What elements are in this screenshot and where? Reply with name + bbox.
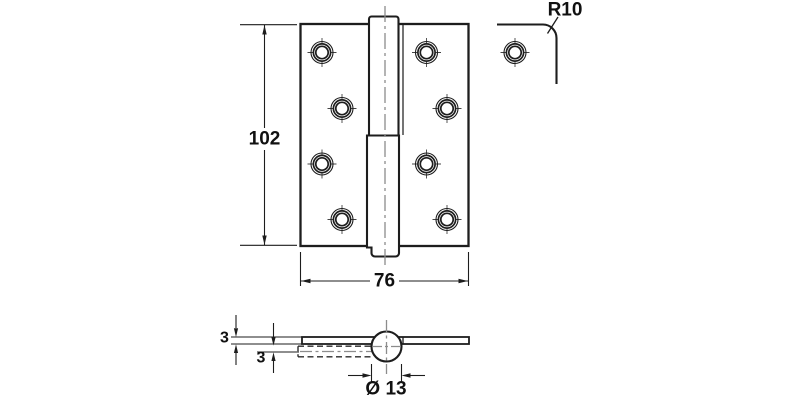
dimension-thickness-bottom-leaf: 3 bbox=[257, 323, 276, 373]
radius-leader-line bbox=[546, 16, 559, 34]
corner-radius-label: R10 bbox=[548, 0, 583, 21]
leaf-thickness-bottom-label: 3 bbox=[257, 350, 266, 367]
dimension-thickness-top-leaf: 3 bbox=[220, 315, 239, 365]
corner-detail: R10 bbox=[497, 0, 582, 84]
knuckle-upper bbox=[367, 15, 400, 137]
dimension-knuckle-diameter: Ø 13 bbox=[348, 364, 425, 400]
height-label: 102 bbox=[249, 129, 281, 150]
front-view bbox=[299, 6, 470, 266]
knuckle-lower bbox=[365, 134, 401, 258]
dimension-width: 76 bbox=[299, 252, 470, 292]
top-view bbox=[231, 320, 470, 374]
corner-edge bbox=[497, 23, 558, 84]
screw-hole bbox=[499, 37, 531, 68]
dimension-height: 102 bbox=[240, 24, 297, 246]
width-label: 76 bbox=[374, 271, 395, 292]
leaf-thickness-top-label: 3 bbox=[220, 330, 229, 347]
knuckle-diameter-label: Ø 13 bbox=[365, 379, 406, 400]
